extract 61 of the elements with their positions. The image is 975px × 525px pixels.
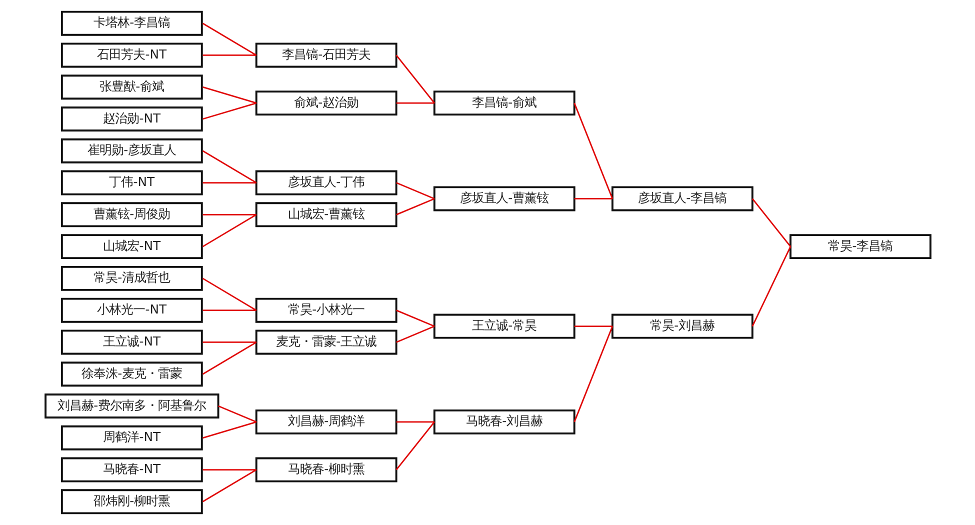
connector (573, 102, 613, 199)
connector (202, 469, 256, 470)
connector (751, 198, 791, 247)
connector (574, 326, 612, 327)
node-box: 徐奉洙-麦克・雷蒙 (60, 362, 202, 387)
node-box: 邵炜刚-柳时熏 (60, 489, 202, 514)
node-box: 刘昌赫-费尔南多・阿基鲁尔 (44, 394, 219, 418)
connector (395, 422, 434, 470)
node-box: 张豊猷-俞斌 (60, 74, 202, 100)
node-box: 赵治勋-NT (60, 106, 202, 132)
connector (202, 342, 256, 375)
node-box: 李昌镐-俞斌 (432, 90, 575, 116)
connector (396, 326, 434, 343)
node-box: 山城宏-NT (60, 234, 202, 260)
connector (396, 310, 434, 327)
node-box: 小林光一-NT (60, 298, 202, 323)
node-box: 马晓春-刘昌赫 (432, 409, 575, 434)
connector (202, 54, 256, 56)
node-box: 彦坂直人-曹薰铉 (432, 186, 575, 212)
node-box: 山城宏-曹薰铉 (254, 202, 397, 228)
node-box: 彦坂直人-丁伟 (254, 170, 397, 196)
node-box: 麦克・雷蒙-王立诚 (254, 330, 397, 355)
node-box: 周鹤洋-NT (60, 425, 202, 450)
node-box: 常昊-刘昌赫 (610, 314, 753, 339)
connector (574, 198, 612, 200)
node-box: 常昊-李昌镐 (789, 234, 931, 260)
node-box: 李昌镐-石田芳夫 (254, 42, 397, 68)
connector (396, 421, 434, 423)
node-box: 丁伟-NT (60, 170, 202, 196)
connector (202, 182, 256, 184)
connector (202, 421, 256, 439)
node-box: 崔明勋-彦坂直人 (60, 138, 202, 164)
node-box: 石田芳夫-NT (60, 42, 202, 68)
node-box: 王立诚-NT (60, 330, 202, 355)
node-box: 马晓春-柳时熏 (254, 457, 397, 482)
node-box: 彦坂直人-李昌镐 (610, 186, 753, 212)
connector (202, 150, 256, 184)
node-box: 马晓春-NT (60, 457, 202, 482)
connector (202, 310, 256, 312)
node-box: 常昊-清成哲也 (60, 266, 202, 291)
connector (202, 102, 256, 120)
connector (751, 246, 791, 327)
connector (202, 214, 256, 248)
node-box: 俞斌-赵治勋 (254, 90, 397, 116)
connector (573, 326, 613, 422)
connector (396, 102, 434, 104)
node-box: 刘昌赫-周鹤洋 (254, 409, 397, 434)
node-box: 常昊-小林光一 (254, 298, 397, 323)
node-box: 曹薰铉-周俊勋 (60, 202, 202, 228)
connector (202, 278, 256, 311)
connector (202, 342, 256, 343)
connector (396, 182, 434, 200)
connector (218, 405, 256, 423)
connector (395, 54, 434, 104)
connector (202, 86, 256, 104)
connector (202, 469, 256, 502)
node-box: 王立诚-常昊 (432, 314, 575, 339)
node-box: 卡塔林-李昌镐 (60, 10, 202, 36)
connector (202, 214, 256, 216)
connector (396, 198, 434, 216)
connector (202, 22, 256, 56)
